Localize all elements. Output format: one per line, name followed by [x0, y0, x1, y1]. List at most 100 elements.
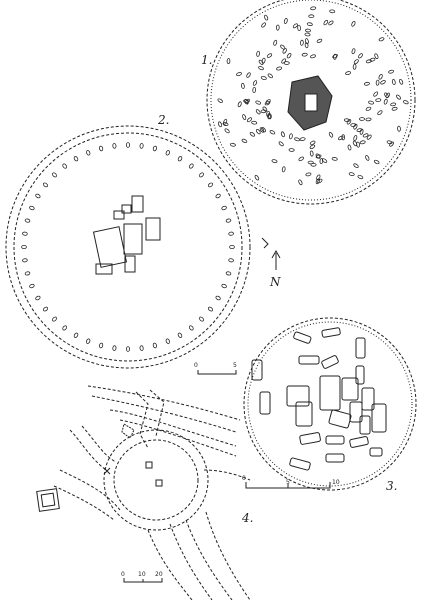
stone [125, 346, 130, 352]
scale-bar-2-end: 10 [332, 479, 340, 486]
stone [365, 117, 372, 122]
plan-4-tracks [53, 385, 251, 600]
stone [298, 179, 303, 186]
stone [262, 106, 268, 112]
stone [356, 128, 363, 132]
stone [225, 218, 232, 223]
stone [267, 73, 273, 79]
stone [315, 153, 321, 159]
stone [271, 159, 278, 163]
plan-1-inner-edge [210, 0, 412, 201]
plan-1-label: 1. [201, 53, 212, 67]
stone [305, 172, 312, 177]
stone [345, 71, 352, 76]
stone [258, 66, 264, 71]
plan-4: 4. [36, 385, 253, 600]
stone [305, 38, 309, 45]
stone [283, 18, 288, 24]
stone [236, 72, 242, 77]
stone [252, 87, 257, 93]
stone [373, 91, 379, 97]
stone [297, 25, 301, 31]
stone [341, 134, 346, 141]
stone [386, 140, 393, 145]
stone [353, 135, 358, 141]
stone [35, 295, 41, 301]
stone [358, 53, 363, 59]
stone [353, 123, 358, 130]
stone [126, 142, 131, 148]
stone [365, 155, 370, 161]
scale-bar-3-end: 20 [155, 571, 163, 578]
stone [289, 133, 293, 140]
stone [378, 73, 383, 80]
stone [266, 53, 273, 58]
scale-bar-2-mid: 5 [286, 479, 290, 486]
plan-2-central-setting [92, 195, 161, 275]
stone [362, 133, 369, 138]
stone [254, 174, 260, 181]
scale-bar-plan-2: 0 5 [194, 362, 237, 375]
plan-3-label: 3. [386, 479, 397, 493]
stone [260, 76, 267, 80]
stone [288, 148, 295, 152]
stone [286, 53, 292, 59]
stone [300, 39, 304, 46]
scale-bar-plan-4: 0 10 20 [121, 571, 163, 583]
plan-2-entrance-mark [261, 237, 269, 249]
scale-bar-1-end: 5 [233, 362, 237, 369]
stone [369, 57, 376, 62]
stone [165, 150, 170, 156]
plan-4-cross-mark [103, 467, 111, 475]
stone [268, 113, 272, 120]
stone [301, 52, 308, 57]
stone [221, 205, 227, 211]
stone [377, 110, 383, 116]
stone [388, 69, 395, 74]
stone [310, 6, 317, 11]
stone [343, 118, 350, 123]
stone [347, 144, 352, 151]
plan-4-stone-a [145, 461, 153, 469]
stone [273, 39, 278, 46]
scale-bar-plan-3: 0 5 10 [242, 475, 340, 489]
stone [280, 131, 285, 138]
stone [217, 98, 223, 103]
stone [308, 14, 315, 19]
north-arrow: N [269, 249, 281, 289]
stone [24, 271, 31, 276]
stone [225, 271, 232, 276]
plan-2-ring-stones [21, 142, 235, 352]
stone [259, 127, 265, 133]
stone [315, 178, 320, 185]
stone [215, 193, 221, 199]
stone [365, 106, 372, 111]
scale-bar-3-start: 0 [121, 571, 125, 578]
stone [396, 94, 401, 100]
stone [223, 118, 228, 125]
north-label: N [269, 275, 281, 289]
stone [305, 28, 311, 33]
plan-3-outer-bank [243, 317, 417, 491]
stone [329, 9, 336, 14]
plan-3-inner-edge [247, 321, 413, 487]
stone [309, 140, 316, 145]
stone [99, 145, 104, 152]
stone [402, 100, 409, 105]
stone [338, 135, 344, 141]
stone [228, 231, 234, 236]
stone [258, 59, 264, 65]
stone [264, 14, 269, 21]
stone [261, 22, 267, 28]
plan-4-hatched-mound [121, 423, 135, 439]
stone [242, 114, 247, 120]
plan-2-outer-bank [5, 125, 251, 369]
stone [207, 182, 214, 188]
stone [255, 128, 261, 135]
stone [351, 48, 356, 55]
stone [315, 154, 322, 159]
stone [62, 163, 68, 169]
stone [399, 78, 404, 85]
stone [243, 99, 250, 104]
stone [323, 19, 329, 26]
